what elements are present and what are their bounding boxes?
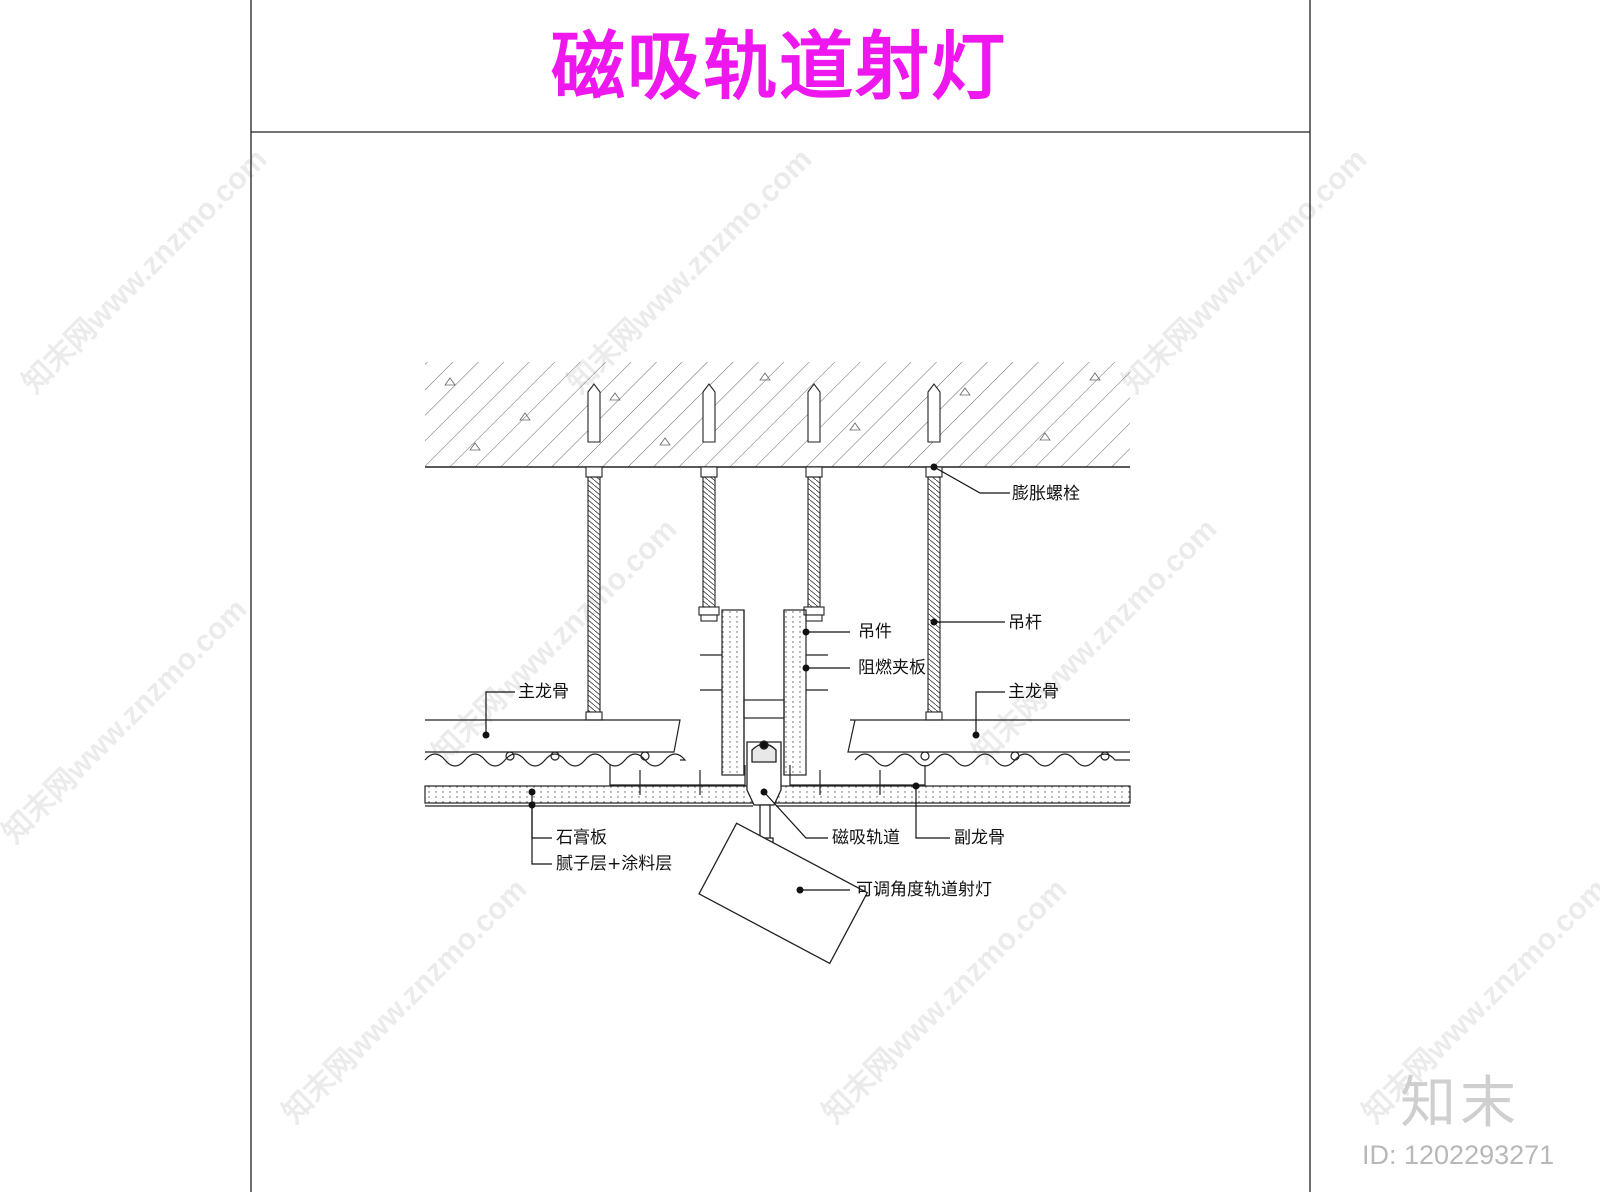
label-sub-keel: 副龙骨 <box>954 828 1005 848</box>
callout-leaders <box>485 466 1010 891</box>
label-hanger: 吊件 <box>858 622 892 642</box>
magnetic-track <box>746 740 782 806</box>
label-gypsum-board: 石膏板 <box>556 828 607 848</box>
label-main-keel-right: 主龙骨 <box>1008 682 1059 702</box>
label-magnetic-track: 磁吸轨道 <box>832 828 900 848</box>
label-fireproof-plywood: 阻燃夹板 <box>858 658 926 678</box>
expansion-bolt-group <box>585 383 943 721</box>
spotlight <box>698 804 869 965</box>
concrete-slab <box>425 362 1130 468</box>
label-hanger-rod: 吊杆 <box>1008 613 1042 633</box>
watermark-id: ID: 1202293271 <box>1362 1140 1555 1170</box>
gypsum-board <box>424 785 1131 807</box>
callout-dots <box>482 463 980 894</box>
hanger-plywood <box>700 609 828 776</box>
label-spotlight: 可调角度轨道射灯 <box>856 880 992 900</box>
label-putty-paint: 腻子层+涂料层 <box>556 854 673 874</box>
main-keel <box>424 719 1130 767</box>
label-main-keel-left: 主龙骨 <box>518 682 569 702</box>
frame <box>250 0 1311 1192</box>
label-expansion-bolt: 膨胀螺栓 <box>1012 484 1080 504</box>
page-title: 磁吸轨道射灯 <box>551 24 1007 110</box>
watermark-brand: 知末 <box>1400 1071 1520 1136</box>
